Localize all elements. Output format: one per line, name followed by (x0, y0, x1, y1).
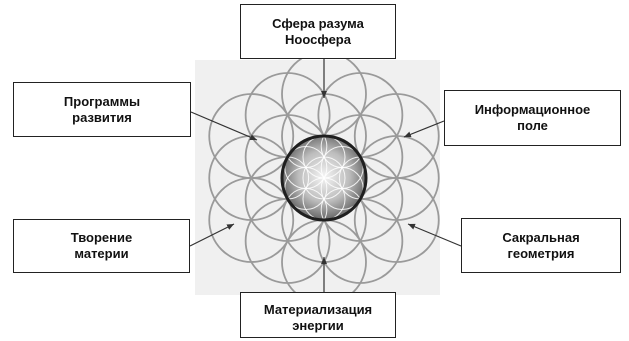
label-creation-of-matter-line2: материи (74, 246, 128, 262)
label-sacred-geometry-line2: геометрия (508, 246, 575, 262)
label-noosphere: Сфера разума Ноосфера (240, 4, 396, 59)
label-information-field-line2: поле (517, 118, 548, 134)
label-creation-of-matter: Творение материи (13, 219, 190, 273)
label-development-programs: Программы развития (13, 82, 191, 137)
label-sacred-geometry-line1: Сакральная (502, 230, 579, 246)
label-information-field: Информационное поле (444, 90, 621, 146)
label-information-field-line1: Информационное (475, 102, 591, 118)
label-noosphere-line2: Ноосфера (285, 32, 351, 48)
label-materialization-of-energy-line2: энергии (292, 318, 344, 334)
label-creation-of-matter-line1: Творение (71, 230, 132, 246)
label-materialization-of-energy: Материализация энергии (240, 292, 396, 338)
label-materialization-of-energy-line1: Материализация (264, 302, 372, 318)
label-development-programs-line2: развития (72, 110, 132, 126)
label-sacred-geometry: Сакральная геометрия (461, 218, 621, 273)
label-development-programs-line1: Программы (64, 94, 140, 110)
label-noosphere-line1: Сфера разума (272, 16, 364, 32)
